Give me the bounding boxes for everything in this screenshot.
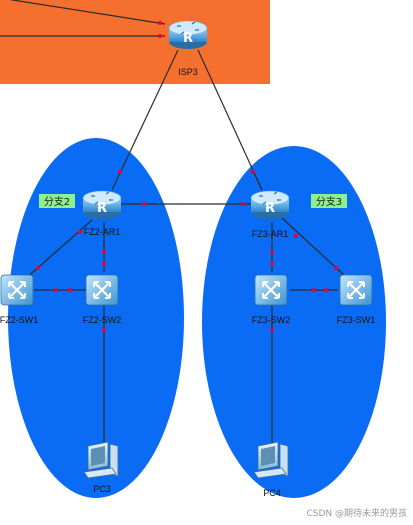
device-fz2-sw2[interactable]: FZ2-SW2: [83, 273, 122, 325]
link-offscreen-isp3-a: [8, 0, 166, 25]
port-markers: [36, 21, 338, 332]
device-fz2-sw1[interactable]: FZ2-SW1: [0, 273, 38, 325]
link-fz2-ar1-fz2-sw1: [23, 219, 93, 281]
device-label-pc3: PC3: [93, 484, 111, 494]
device-label-pc4: PC4: [263, 488, 281, 498]
device-fz3-sw2[interactable]: FZ3-SW2: [252, 273, 291, 325]
switch-icon: [253, 273, 289, 307]
branch2-tag-text: 分支2: [44, 196, 70, 208]
router-icon: [168, 20, 208, 50]
device-label-fz2-sw2: FZ2-SW2: [83, 315, 122, 325]
device-fz2-ar1[interactable]: FZ2-AR1: [82, 190, 122, 237]
pc-icon: [253, 441, 289, 479]
device-pc4[interactable]: PC4: [253, 441, 289, 498]
switch-icon: [0, 273, 35, 307]
isp-zone: [0, 0, 270, 84]
csdn-watermark: CSDN @期待未来的男孩: [306, 509, 407, 519]
device-isp3[interactable]: ISP3: [168, 20, 208, 77]
branch2-zone: [8, 138, 184, 498]
device-label-fz3-sw1: FZ3-SW1: [337, 315, 376, 325]
branch3-tag-text: 分支3: [316, 196, 342, 208]
device-fz3-sw1[interactable]: FZ3-SW1: [337, 273, 376, 325]
switch-icon: [84, 273, 120, 307]
device-label-fz2-ar1: FZ2-AR1: [84, 227, 121, 237]
device-fz3-ar1[interactable]: FZ3-AR1: [250, 190, 290, 239]
branch3-tag: 分支3: [311, 194, 347, 208]
router-icon: [82, 190, 122, 220]
device-label-fz2-sw1: FZ2-SW1: [0, 315, 38, 325]
branch2-tag: 分支2: [39, 194, 75, 208]
link-isp3-fz2-ar1: [111, 49, 179, 191]
link-fz3-ar1-fz3-sw1: [281, 217, 346, 277]
switch-icon: [338, 273, 374, 307]
device-label-fz3-sw2: FZ3-SW2: [252, 315, 291, 325]
branch3-zone: [202, 146, 386, 498]
router-icon: [250, 190, 290, 220]
device-label-fz3-ar1: FZ3-AR1: [252, 229, 289, 239]
device-pc3[interactable]: PC3: [83, 441, 119, 494]
link-isp3-fz3-ar1: [197, 49, 263, 191]
pc-icon: [83, 441, 119, 479]
device-label-isp3: ISP3: [178, 67, 198, 77]
